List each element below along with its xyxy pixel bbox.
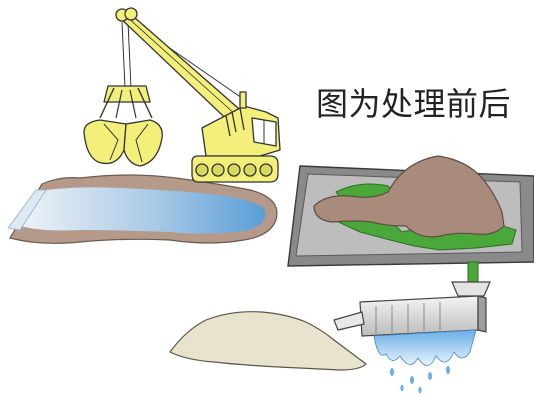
sand-pile-icon (169, 311, 367, 371)
treatment-tray-icon (287, 155, 534, 287)
caption-text: 图为处理前后 (316, 85, 512, 123)
water-spray-icon (373, 329, 477, 394)
processing-machine-icon (333, 281, 491, 337)
pond-icon (7, 174, 278, 244)
crane-excavator-icon (83, 7, 281, 183)
